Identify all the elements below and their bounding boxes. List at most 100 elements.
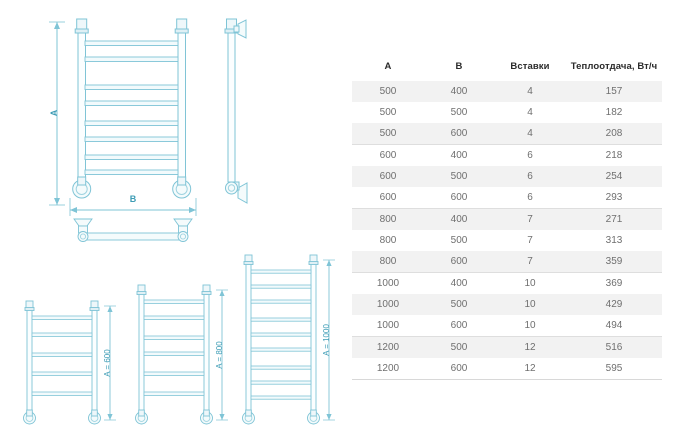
cell-inserts: 6 — [494, 144, 566, 166]
cell-inserts: 10 — [494, 315, 566, 337]
cell-inserts: 10 — [494, 272, 566, 294]
cell-inserts: 4 — [494, 81, 566, 102]
variant-label-600: A = 600 — [103, 349, 112, 377]
cell-a: 1000 — [352, 294, 424, 315]
side-profile-view — [224, 18, 248, 204]
cell-heat-output: 182 — [566, 102, 662, 123]
cell-inserts: 12 — [494, 358, 566, 380]
right-upright — [177, 29, 186, 183]
cell-heat-output: 208 — [566, 123, 662, 145]
bottom-valve-right — [172, 176, 192, 199]
dimension-label-A: A — [49, 109, 59, 116]
cell-heat-output: 313 — [566, 230, 662, 251]
dimension-line-600 — [104, 305, 116, 421]
dimension-line-width-B — [69, 198, 197, 216]
cell-a: 500 — [352, 102, 424, 123]
dimension-line-height-A — [49, 21, 65, 206]
cell-inserts: 4 — [494, 102, 566, 123]
cell-a: 800 — [352, 230, 424, 251]
cell-a: 800 — [352, 251, 424, 273]
cell-heat-output: 157 — [566, 81, 662, 102]
cell-inserts: 6 — [494, 187, 566, 209]
top-cap-right — [174, 18, 189, 34]
cell-heat-output: 254 — [566, 166, 662, 187]
variant-label-800: A = 800 — [215, 341, 224, 369]
main-front-view: A — [49, 18, 192, 206]
cell-b: 500 — [424, 102, 494, 123]
column-header-b: B — [455, 61, 463, 72]
variant-view-800: A = 800 — [135, 284, 228, 425]
bottom-plan-view — [73, 218, 193, 242]
cell-b: 500 — [424, 294, 494, 315]
cell-b: 600 — [424, 358, 494, 380]
top-cap-left — [74, 18, 89, 34]
bottom-valve-left — [72, 176, 92, 199]
cell-heat-output: 271 — [566, 208, 662, 230]
cell-b: 500 — [424, 230, 494, 251]
cell-b: 500 — [424, 166, 494, 187]
column-header-heat-output: Теплоотдача, Вт/ч — [570, 61, 658, 72]
cell-b: 400 — [424, 272, 494, 294]
cell-inserts: 6 — [494, 166, 566, 187]
variant-view-600: A = 600 — [23, 300, 116, 425]
dimension-line-800 — [216, 289, 228, 421]
cell-a: 500 — [352, 81, 424, 102]
cell-heat-output: 369 — [566, 272, 662, 294]
cell-inserts: 7 — [494, 230, 566, 251]
variant-label-1000: A = 1000 — [322, 324, 331, 356]
table-header-row: A B Вставки Теплоотдача, Вт/ч — [352, 55, 662, 81]
cell-a: 600 — [352, 166, 424, 187]
cell-inserts: 12 — [494, 336, 566, 358]
left-upright — [77, 29, 86, 183]
cell-b: 400 — [424, 81, 494, 102]
cell-a: 1200 — [352, 358, 424, 380]
cell-inserts: 7 — [494, 208, 566, 230]
cell-heat-output: 595 — [566, 358, 662, 380]
technical-drawing-panel: A — [23, 18, 335, 425]
cell-heat-output: 293 — [566, 187, 662, 209]
rung-group — [84, 40, 179, 175]
cell-b: 400 — [424, 208, 494, 230]
column-header-inserts: Вставки — [510, 61, 550, 72]
cell-heat-output: 494 — [566, 315, 662, 337]
cell-heat-output: 516 — [566, 336, 662, 358]
dimension-line-1000 — [323, 259, 335, 421]
cell-b: 400 — [424, 144, 494, 166]
cell-heat-output: 218 — [566, 144, 662, 166]
cell-heat-output: 429 — [566, 294, 662, 315]
cell-b: 600 — [424, 315, 494, 337]
cell-heat-output: 359 — [566, 251, 662, 273]
cell-b: 600 — [424, 251, 494, 273]
cell-a: 500 — [352, 123, 424, 145]
cell-a: 1000 — [352, 315, 424, 337]
cell-inserts: 4 — [494, 123, 566, 145]
cell-a: 1000 — [352, 272, 424, 294]
cell-b: 600 — [424, 123, 494, 145]
cell-a: 600 — [352, 144, 424, 166]
dimension-label-B: B — [130, 194, 137, 204]
cell-a: 800 — [352, 208, 424, 230]
variant-view-1000: A = 1000 — [242, 254, 335, 425]
cell-b: 600 — [424, 187, 494, 209]
column-header-a: A — [384, 61, 392, 72]
cell-inserts: 10 — [494, 294, 566, 315]
cell-a: 600 — [352, 187, 424, 209]
